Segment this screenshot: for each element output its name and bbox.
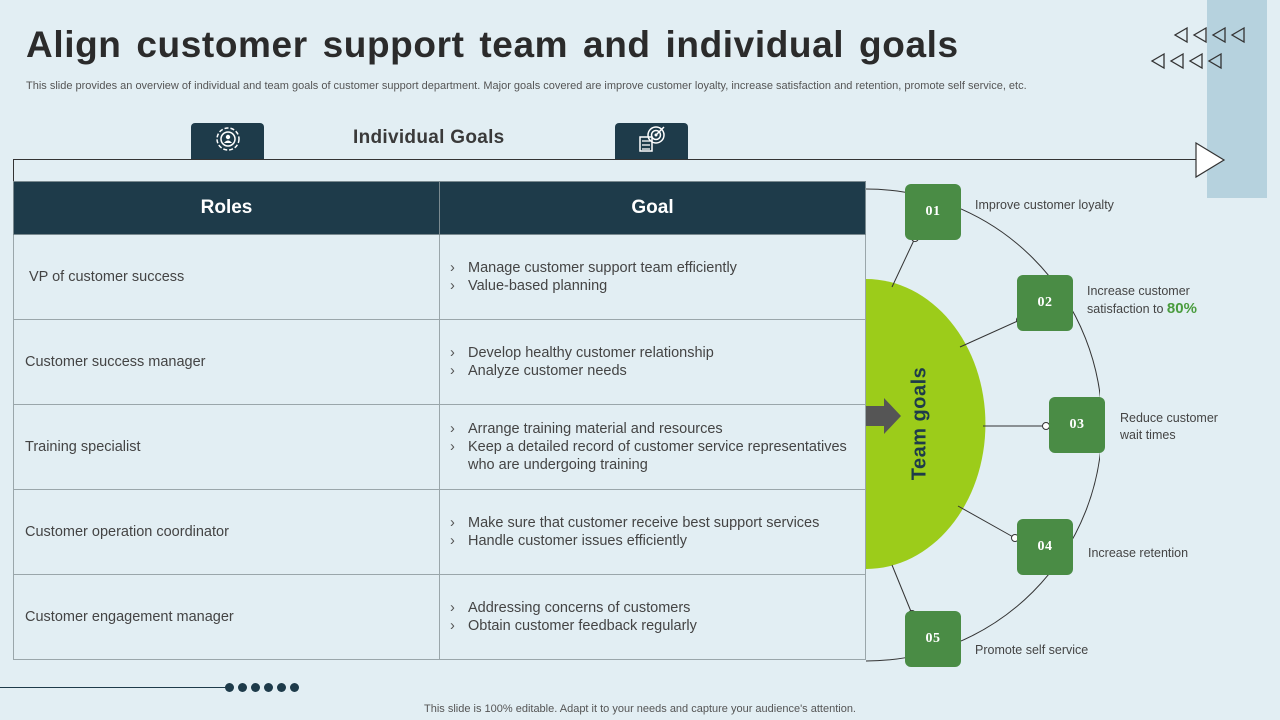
goal-header: Goal <box>439 181 866 235</box>
triangle-left-icon <box>1169 52 1185 70</box>
table-row: Training specialist ›Arrange training ma… <box>13 404 866 490</box>
page-subtitle: This slide provides an overview of indiv… <box>26 80 1027 92</box>
triangle-left-icon <box>1192 26 1208 44</box>
goal-item: ›Develop healthy customer relationship <box>450 345 714 361</box>
roles-header: Roles <box>13 181 440 235</box>
bracket-line <box>13 159 1198 160</box>
team-goal-number: 02 <box>1017 275 1073 331</box>
team-goal-number: 01 <box>905 184 961 240</box>
role-cell: VP of customer success <box>13 234 440 320</box>
arrow-right-icon <box>1194 141 1226 184</box>
goal-item: ›Addressing concerns of customers <box>450 600 691 616</box>
goal-item: ›Analyze customer needs <box>450 363 627 379</box>
triangle-left-icon <box>1188 52 1204 70</box>
goal-item: ›Value-based planning <box>450 278 608 294</box>
team-goal-number: 04 <box>1017 519 1073 575</box>
triangle-left-icon <box>1173 26 1189 44</box>
team-goals-label: Team goals <box>908 366 931 481</box>
decorative-arrows-bottom <box>1150 52 1223 70</box>
goal-item: ›Keep a detailed record of customer serv… <box>450 439 847 473</box>
goals-table: Roles Goal VP of customer success ›Manag… <box>13 181 866 660</box>
role-cell: Customer success manager <box>13 319 440 405</box>
user-gear-tab <box>191 123 264 159</box>
bottom-divider <box>0 687 228 688</box>
role-cell: Training specialist <box>13 404 440 490</box>
goal-item: ›Manage customer support team efficientl… <box>450 260 737 276</box>
user-gear-icon <box>213 124 243 159</box>
goal-cell: ›Arrange training material and resources… <box>439 404 866 490</box>
highlight-value: 80% <box>1166 300 1197 317</box>
triangle-left-icon <box>1230 26 1246 44</box>
triangle-left-icon <box>1207 52 1223 70</box>
individual-goals-label: Individual Goals <box>353 127 505 148</box>
goal-cell: ›Develop healthy customer relationship ›… <box>439 319 866 405</box>
target-checklist-icon <box>637 124 667 159</box>
goal-cell: ›Addressing concerns of customers ›Obtai… <box>439 574 866 660</box>
bracket-left <box>13 159 14 181</box>
table-row: VP of customer success ›Manage customer … <box>13 234 866 320</box>
decorative-dots <box>225 683 299 692</box>
table-row: Customer engagement manager ›Addressing … <box>13 574 866 660</box>
goal-item: ›Arrange training material and resources <box>450 421 723 437</box>
table-header-row: Roles Goal <box>13 181 866 235</box>
goal-cell: ›Manage customer support team efficientl… <box>439 234 866 320</box>
decorative-arrows-top <box>1173 26 1246 44</box>
goal-item: ›Handle customer issues efficiently <box>450 533 687 549</box>
team-goal-number: 05 <box>905 611 961 667</box>
goal-item: ›Make sure that customer receive best su… <box>450 515 820 531</box>
team-goal-text: Reduce customer wait times <box>1120 411 1218 442</box>
outer-arc <box>865 188 1100 662</box>
footer-note: This slide is 100% editable. Adapt it to… <box>424 703 856 715</box>
team-goal-text: Promote self service <box>975 643 1089 657</box>
arrow-right-icon <box>866 398 901 434</box>
role-cell: Customer operation coordinator <box>13 489 440 575</box>
team-goal-number: 03 <box>1049 397 1105 453</box>
team-goal-text: Increase retention <box>1088 546 1189 560</box>
team-goal-text: Increase customer satisfaction to 80% <box>1087 284 1197 317</box>
goal-cell: ›Make sure that customer receive best su… <box>439 489 866 575</box>
page-title: Align customer support team and individu… <box>26 24 959 65</box>
table-row: Customer operation coordinator ›Make sur… <box>13 489 866 575</box>
triangle-left-icon <box>1150 52 1166 70</box>
target-tab <box>615 123 688 159</box>
table-row: Customer success manager ›Develop health… <box>13 319 866 405</box>
triangle-left-icon <box>1211 26 1227 44</box>
goal-item: ›Obtain customer feedback regularly <box>450 618 697 634</box>
team-goals-semicircle <box>866 279 986 569</box>
team-goal-text: Improve customer loyalty <box>975 198 1114 212</box>
role-cell: Customer engagement manager <box>13 574 440 660</box>
